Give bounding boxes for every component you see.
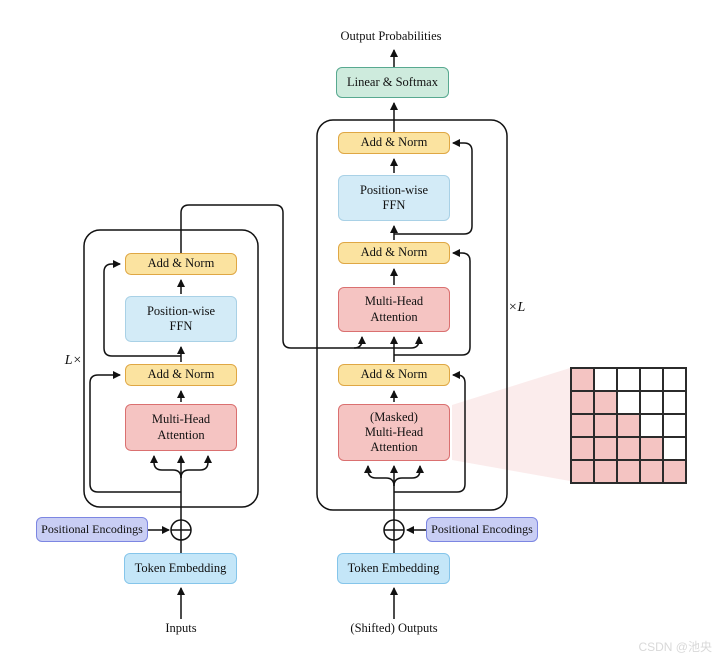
mask-cell — [571, 391, 594, 414]
plus-circle-right — [383, 519, 405, 541]
encoder-container — [83, 229, 259, 508]
linear-softmax-box: Linear & Softmax — [336, 67, 449, 98]
mask-beam — [452, 368, 570, 481]
mask-cell — [594, 414, 617, 437]
mask-cell — [617, 368, 640, 391]
mask-cell — [640, 391, 663, 414]
encoder-multi-head-attention-box: Multi-Head Attention — [125, 404, 237, 451]
decoder-add-norm-bottom: Add & Norm — [338, 364, 450, 386]
mask-grid — [570, 367, 687, 484]
mask-cell — [663, 391, 686, 414]
inputs-label: Inputs — [165, 621, 197, 635]
encoder-add-norm-bottom: Add & Norm — [125, 364, 237, 386]
mask-cell — [594, 391, 617, 414]
output-probabilities-label: Output Probabilities — [340, 29, 442, 43]
masked-multi-head-attention-box: (Masked) Multi-Head Attention — [338, 404, 450, 461]
mask-cell — [663, 460, 686, 483]
mask-cell — [617, 460, 640, 483]
decoder-residual-2 — [394, 249, 471, 356]
encoder-repeat-label: L× — [64, 353, 82, 368]
mask-cell — [640, 437, 663, 460]
decoder-repeat-label: ×L — [508, 300, 526, 315]
mask-cell — [571, 414, 594, 437]
mask-cell — [571, 460, 594, 483]
token-embedding-left-box: Token Embedding — [124, 553, 237, 584]
encoder-ffn-box: Position-wise FFN — [125, 296, 237, 342]
mask-cell — [617, 414, 640, 437]
encoder-residual-2 — [103, 260, 181, 357]
mask-cell — [640, 368, 663, 391]
mask-cell — [594, 368, 617, 391]
mask-cell — [640, 414, 663, 437]
decoder-multi-head-attention-box: Multi-Head Attention — [338, 287, 450, 332]
decoder-container — [316, 119, 508, 511]
mask-cell — [663, 437, 686, 460]
shifted-outputs-label: (Shifted) Outputs — [350, 621, 438, 635]
positional-encodings-left-box: Positional Encodings — [36, 517, 148, 542]
decoder-add-norm-top: Add & Norm — [338, 132, 450, 154]
mask-cell — [663, 414, 686, 437]
decoder-ffn-box: Position-wise FFN — [338, 175, 450, 221]
decoder-residual-3 — [394, 139, 473, 235]
mask-cell — [571, 368, 594, 391]
mask-cell — [663, 368, 686, 391]
watermark: CSDN @池央 — [638, 640, 712, 654]
token-embedding-right-box: Token Embedding — [337, 553, 450, 584]
mask-cell — [617, 437, 640, 460]
mask-cell — [617, 391, 640, 414]
decoder-residual-1 — [394, 371, 466, 493]
mask-cell — [594, 437, 617, 460]
encoder-residual-1 — [89, 371, 181, 493]
plus-circle-left — [170, 519, 192, 541]
encoder-add-norm-top: Add & Norm — [125, 253, 237, 275]
mask-cell — [571, 437, 594, 460]
encoder-to-decoder-link — [180, 204, 423, 349]
mask-cell — [640, 460, 663, 483]
decoder-add-norm-mid: Add & Norm — [338, 242, 450, 264]
mask-cell — [594, 460, 617, 483]
positional-encodings-right-box: Positional Encodings — [426, 517, 538, 542]
